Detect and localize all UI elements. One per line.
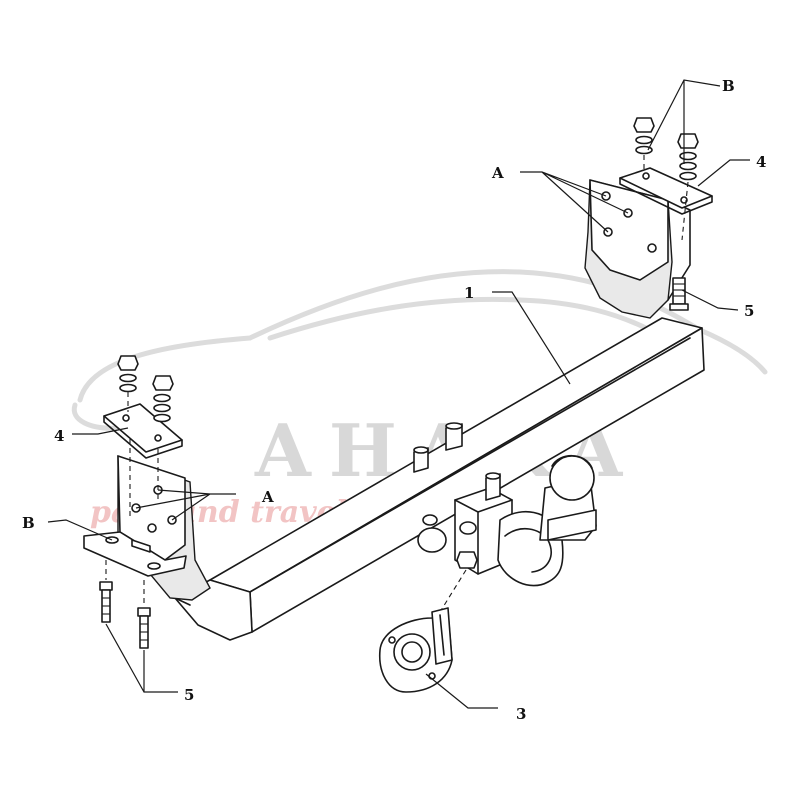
left-nut-stack-1 [117, 355, 139, 412]
callout-part-5-bottom: 5 [184, 686, 194, 704]
callout-part-3: 3 [516, 705, 526, 723]
callout-label-b-top: B [722, 77, 735, 95]
right-nut-stack-2 [677, 133, 699, 241]
right-side-bracket [584, 179, 691, 319]
leader-b-top [647, 79, 721, 164]
right-nut-stack-1 [633, 117, 655, 172]
leader-a-top [520, 171, 629, 233]
leader-4-left [72, 427, 129, 435]
leader-a-left [135, 489, 236, 521]
leader-5-bottom [105, 623, 178, 693]
callout-label-b-left: B [22, 514, 35, 532]
right-bolt [669, 277, 689, 311]
callout-part-4-left: 4 [54, 427, 64, 445]
left-bolt-1 [99, 560, 113, 623]
callout-part-4-right: 4 [756, 153, 766, 171]
callout-label-a-left: A [261, 488, 274, 506]
leader-b-left [47, 519, 113, 541]
leader-5-right [681, 289, 739, 311]
callout-labels: 1 3 4 4 5 5 A A B B [22, 77, 766, 723]
leader-part-1 [492, 291, 571, 385]
center-studs [413, 422, 463, 473]
socket-plate [379, 607, 453, 693]
left-nut-stack-2 [152, 375, 174, 423]
watermark-car-window [267, 296, 653, 341]
crossbar [174, 317, 705, 641]
leader-4-right [697, 159, 750, 187]
callout-label-a-top: A [491, 164, 504, 182]
left-bolt-2 [137, 580, 151, 649]
tow-ball-assembly [417, 454, 597, 613]
leader-lines [47, 79, 750, 709]
callout-part-5-right: 5 [744, 302, 754, 320]
leader-part-3 [425, 673, 498, 709]
callout-part-1: 1 [464, 284, 474, 302]
left-clamp-plate [103, 403, 183, 459]
right-clamp-plate [619, 167, 713, 215]
